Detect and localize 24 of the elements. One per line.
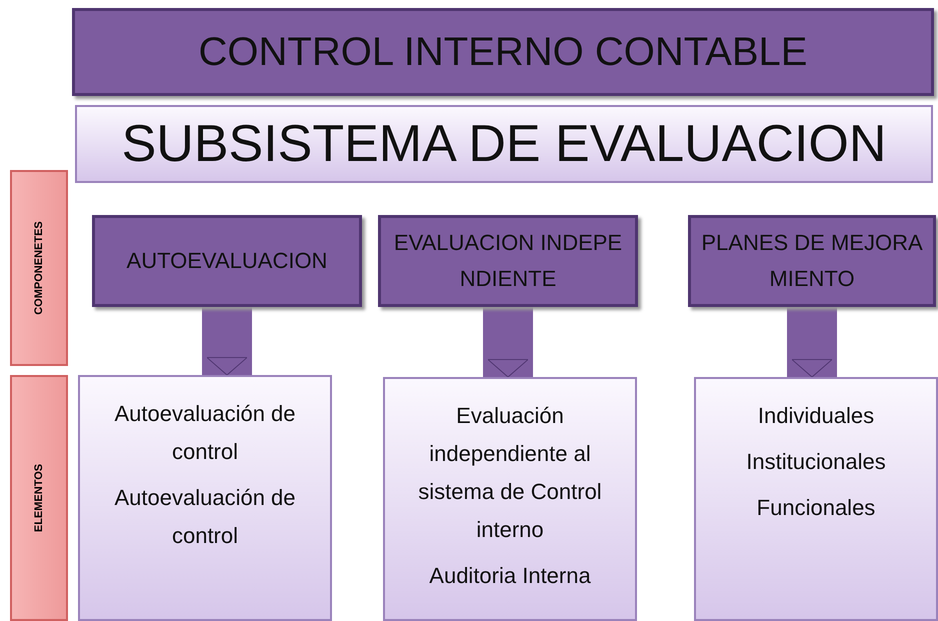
component-label: AUTOEVALUACION xyxy=(126,247,328,275)
element-box xyxy=(694,377,938,621)
element-text: Evaluación independiente al sistema de Control interno xyxy=(417,402,603,544)
side-band xyxy=(10,375,68,621)
element-text: Autoevaluación de control xyxy=(113,400,297,466)
element-box xyxy=(78,375,332,621)
banner-title: SUBSISTEMA DE EVALUACION xyxy=(122,114,886,174)
element-box xyxy=(383,377,637,621)
component-box xyxy=(92,215,362,307)
banner-title: CONTROL INTERNO CONTABLE xyxy=(198,30,808,74)
title-banner xyxy=(72,8,934,96)
band-label: ELEMENTOS xyxy=(33,464,45,532)
side-band xyxy=(10,170,68,366)
element-text: Individuales xyxy=(756,402,876,430)
element-text: Autoevaluación de control xyxy=(113,484,297,550)
element-text: Funcionales xyxy=(756,494,876,522)
band-label: COMPONENETES xyxy=(33,221,45,315)
subtitle-banner xyxy=(75,105,933,183)
component-label: PLANES DE MEJORAMIENTO xyxy=(700,229,924,293)
element-text: Auditoria Interna xyxy=(428,562,592,590)
element-text: Institucionales xyxy=(745,448,887,476)
component-box xyxy=(378,215,638,307)
component-box xyxy=(688,215,936,307)
component-label: EVALUACION INDEPENDIENTE xyxy=(392,229,624,293)
